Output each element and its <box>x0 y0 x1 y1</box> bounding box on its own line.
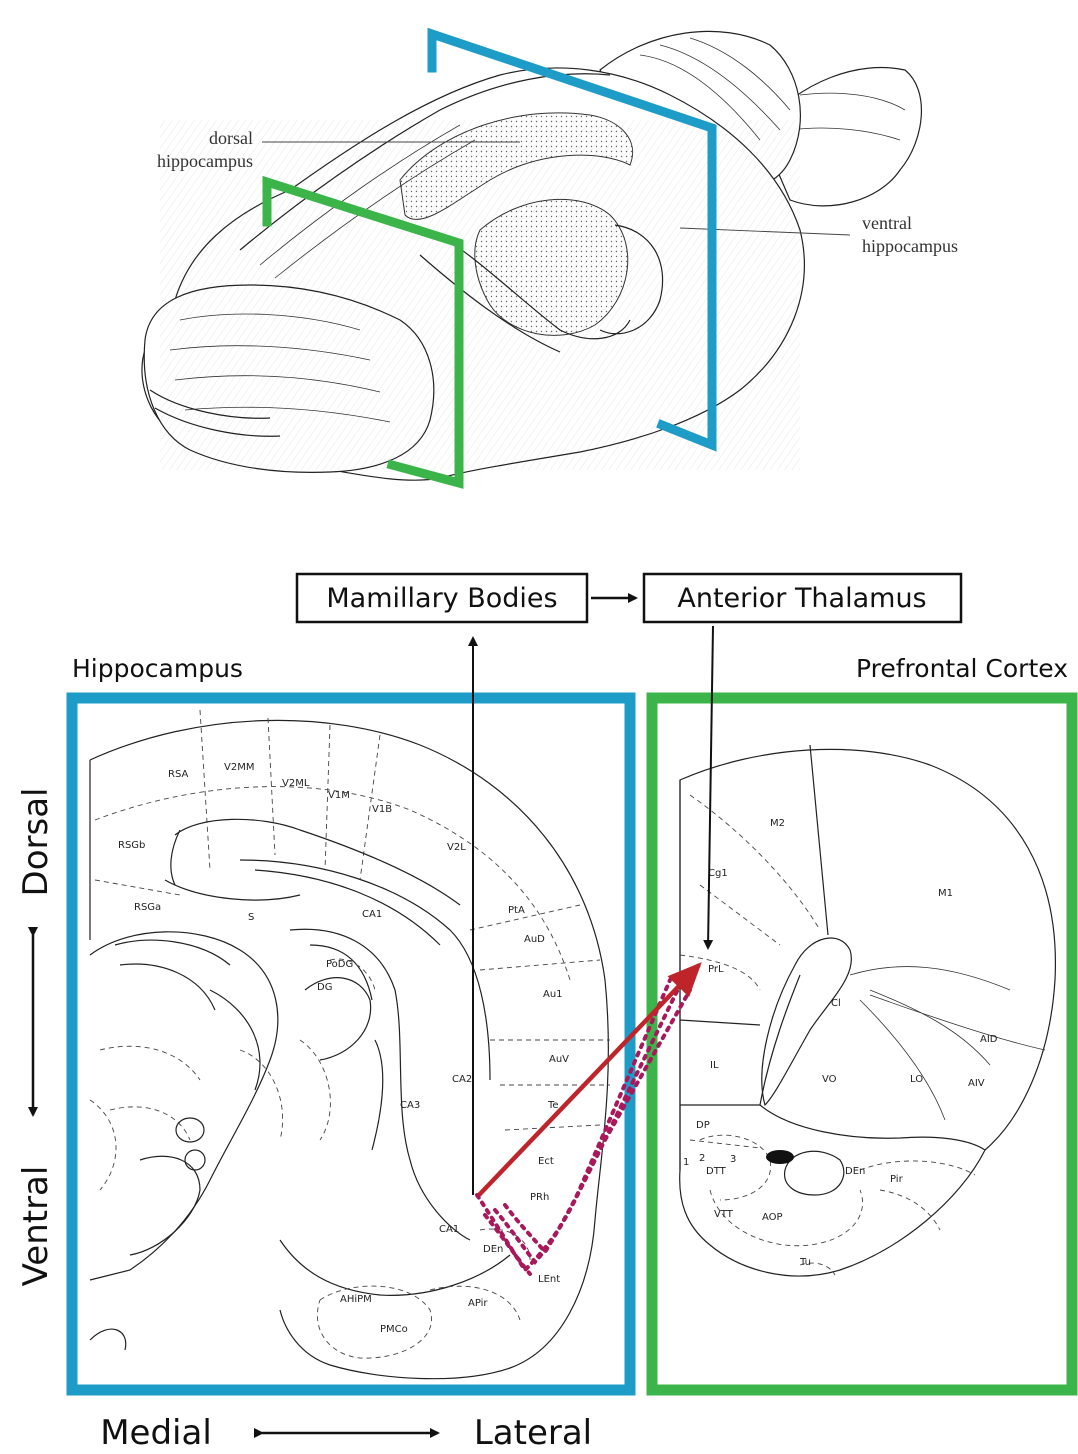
region-PoDG: PoDG <box>326 959 353 970</box>
fibre-projection-dots <box>477 980 690 1274</box>
region-CA3: CA3 <box>400 1100 420 1111</box>
region-Te: Te <box>547 1100 559 1111</box>
region-layer-3: 3 <box>730 1154 736 1165</box>
region-V1B: V1B <box>372 804 392 815</box>
region-AID: AID <box>980 1034 998 1045</box>
brain-illustration: dorsal hippocampus ventral hippocampus <box>142 31 958 480</box>
region-M1: M1 <box>938 888 953 899</box>
region-AOP: AOP <box>762 1212 783 1223</box>
hippocampus-to-prefrontal-arrow <box>479 965 699 1195</box>
mamillary-bodies-label: Mamillary Bodies <box>326 583 557 614</box>
mamillary-bodies-box: Mamillary Bodies <box>297 574 587 622</box>
region-S: S <box>248 912 254 923</box>
region-V1M: V1M <box>328 790 350 801</box>
prefrontal-region-labels: M2 Cg1 M1 PrL Cl AID IL VO LO AIV DP 1 2… <box>683 818 998 1268</box>
region-Pir: Pir <box>890 1174 904 1185</box>
region-AIV: AIV <box>968 1078 985 1089</box>
prefrontal-section <box>680 745 1056 1276</box>
ventral-hippocampus-label-1: ventral <box>862 213 912 233</box>
dorsal-ventral-axis: Dorsal Ventral <box>16 788 56 1287</box>
region-LO: LO <box>910 1074 923 1085</box>
region-AuV: AuV <box>549 1054 569 1065</box>
anterior-thalamus-box: Anterior Thalamus <box>644 574 961 622</box>
prefrontal-frame <box>652 698 1072 1390</box>
region-LEnt: LEnt <box>538 1274 560 1285</box>
region-DEn: DEn <box>483 1244 503 1255</box>
region-V2MM: V2MM <box>224 762 254 773</box>
region-PRh: PRh <box>530 1192 549 1203</box>
region-RSA: RSA <box>168 769 188 780</box>
region-AuD: AuD <box>524 934 545 945</box>
region-IL: IL <box>710 1060 719 1071</box>
region-DEn-pfc: DEn <box>845 1166 865 1177</box>
anterior-thalamus-label: Anterior Thalamus <box>677 583 926 614</box>
region-Ect: Ect <box>538 1156 554 1167</box>
region-V2L: V2L <box>447 842 466 853</box>
region-RSGa: RSGa <box>134 902 161 913</box>
medial-label: Medial <box>100 1413 212 1453</box>
hippocampus-panel-title: Hippocampus <box>72 654 243 683</box>
hippocampus-region-labels: RSA V2MM V2ML V1M V1B RSGb V2L RSGa S CA… <box>118 762 569 1335</box>
region-Au1: Au1 <box>543 989 563 1000</box>
region-layer-2: 2 <box>699 1153 705 1164</box>
hippocampus-frame <box>72 698 630 1390</box>
dorsal-hippocampus-label-2: hippocampus <box>157 151 253 171</box>
region-Tu: Tu <box>799 1257 811 1268</box>
thalamus-to-prl-arrow <box>708 626 713 948</box>
region-RSGb: RSGb <box>118 840 145 851</box>
region-VO: VO <box>822 1074 837 1085</box>
dorsal-hippocampus-label-1: dorsal <box>209 128 253 148</box>
region-VTT: VTT <box>714 1209 734 1220</box>
region-PtA: PtA <box>508 905 525 916</box>
region-Cl: Cl <box>831 998 841 1009</box>
region-CA1-upper: CA1 <box>362 909 382 920</box>
region-PMCo: PMCo <box>380 1324 408 1335</box>
region-Cg1: Cg1 <box>708 868 728 879</box>
region-CA2: CA2 <box>452 1074 472 1085</box>
region-V2ML: V2ML <box>282 778 310 789</box>
region-DP: DP <box>696 1120 710 1131</box>
region-CA1-lower: CA1 <box>439 1224 459 1235</box>
dorsal-label: Dorsal <box>16 788 56 897</box>
region-layer-1: 1 <box>683 1157 689 1168</box>
medial-lateral-axis: Medial Lateral <box>100 1413 592 1453</box>
region-AHiPM: AHiPM <box>340 1294 372 1305</box>
anterior-commissure <box>766 1150 794 1164</box>
region-APir: APir <box>468 1298 488 1309</box>
ventral-label: Ventral <box>16 1166 56 1287</box>
ventral-hippocampus-label-2: hippocampus <box>862 236 958 256</box>
region-DG: DG <box>317 982 332 993</box>
prefrontal-panel-title: Prefrontal Cortex <box>856 654 1068 683</box>
region-DTT: DTT <box>706 1166 727 1177</box>
hippocampus-section <box>90 710 610 1379</box>
region-M2: M2 <box>770 818 785 829</box>
lateral-label: Lateral <box>474 1413 592 1453</box>
region-PrL: PrL <box>708 964 724 975</box>
